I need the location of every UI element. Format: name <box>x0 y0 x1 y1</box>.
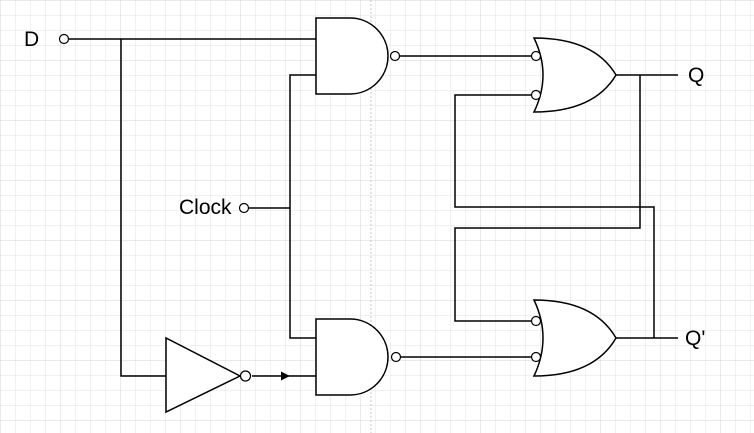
label-output-q: Q <box>688 64 705 87</box>
nor-gate-bottom-input-bubble-2 <box>530 351 542 363</box>
wire-clock-to-top-nand <box>289 74 316 339</box>
label-input-clock: Clock <box>179 196 232 219</box>
nor-gate-top-input-bubble-2 <box>530 89 542 101</box>
nor-gate-bottom-input-bubble-1 <box>530 315 542 327</box>
nand-gate-bottom-bubble <box>390 351 402 363</box>
nand-gate-top-bubble <box>389 50 401 62</box>
not-gate-bubble <box>239 370 252 382</box>
label-output-q-bar: Q' <box>685 327 706 350</box>
nor-gate-top <box>532 37 617 113</box>
nand-gate-top <box>315 17 389 95</box>
nor-gate-bottom <box>532 299 617 377</box>
not-gate <box>165 336 242 414</box>
wire-d-to-inverter <box>120 39 166 377</box>
label-input-d: D <box>24 28 40 51</box>
input-d-terminal <box>58 33 70 45</box>
signal-arrow-icon <box>281 371 290 381</box>
wire-feedback-q-to-bottom-nor <box>454 75 641 322</box>
nand-gate-bottom <box>315 318 389 396</box>
wire-feedback-q-bar-to-top-nor <box>454 94 655 338</box>
nor-gate-top-input-bubble-1 <box>530 50 542 62</box>
input-clock-terminal <box>238 202 250 214</box>
